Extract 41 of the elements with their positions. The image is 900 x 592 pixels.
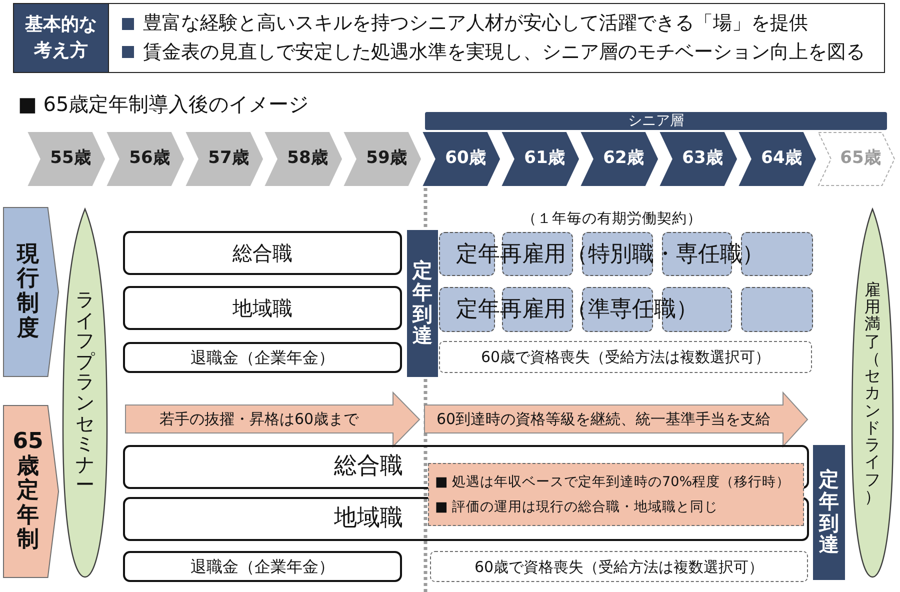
pentagon-tab: 現行制度 bbox=[3, 207, 59, 377]
dashed-cell bbox=[741, 287, 813, 332]
dashed-cell bbox=[502, 287, 573, 332]
statement-text: 豊富な経験と高いスキルを持つシニア人材が安心して活躍できる「場」を提供 bbox=[143, 11, 808, 36]
section-title: ■ 65歳定年制導入後のイメージ bbox=[18, 92, 309, 116]
dashed-cell bbox=[741, 232, 813, 276]
span-banner: シニア層 bbox=[425, 112, 887, 130]
note-text: ■ 評価の運用は現行の総合職・地域職と同じ bbox=[435, 498, 718, 515]
rounded-box: 総合職 bbox=[123, 231, 402, 275]
age-step: 55歳 bbox=[28, 132, 105, 186]
overlay-text: 定年再雇用（準専任職） bbox=[456, 298, 699, 322]
rounded-box: 地域職 bbox=[123, 286, 402, 330]
caption-text: （１年毎の有期労働契約） bbox=[521, 212, 703, 228]
statement-panel bbox=[108, 3, 885, 73]
age-step: 56歳 bbox=[107, 132, 184, 186]
dashed-cell bbox=[582, 287, 653, 332]
rounded-box: 退職金（企業年金） bbox=[123, 342, 402, 373]
overlay-text: 定年再雇用（特別職・専任職） bbox=[456, 242, 765, 268]
age-step: 65歳 bbox=[818, 132, 895, 186]
age-step: 59歳 bbox=[344, 132, 421, 186]
dashed-cell bbox=[582, 232, 653, 276]
dashed-box: 60歳で資格喪失（受給方法は複数選択可） bbox=[430, 551, 808, 582]
note-text: ■ 処遇は年収ベースで定年到達時の70%程度（移行時） bbox=[435, 474, 790, 490]
age-step: 60歳 bbox=[423, 132, 500, 186]
age-step: 58歳 bbox=[265, 132, 342, 186]
header-cell: 基本的な考え方 bbox=[13, 3, 109, 73]
age-step: 57歳 bbox=[186, 132, 263, 186]
dashed-box: 60歳で資格喪失（受給方法は複数選択可） bbox=[439, 341, 812, 373]
age-step: 61歳 bbox=[502, 132, 579, 186]
pointer-banner: 若手の抜擢・昇格は60歳まで bbox=[125, 392, 420, 447]
rounded-box: 退職金（企業年金） bbox=[123, 551, 402, 582]
age-step: 64歳 bbox=[739, 132, 816, 186]
dashed-cell bbox=[502, 232, 573, 276]
note-box bbox=[428, 463, 804, 526]
vertical-label-box: 定年到達 bbox=[407, 230, 438, 377]
vertical-label-box: 定年到達 bbox=[813, 445, 845, 580]
age-step: 62歳 bbox=[581, 132, 658, 186]
pentagon-tab: 65歳定年制 bbox=[3, 405, 59, 578]
age-step: 63歳 bbox=[660, 132, 737, 186]
statement-text: 賃金表の見直しで安定した処遇水準を実現し、シニア層のモチベーション向上を図る bbox=[143, 40, 865, 64]
pointer-banner: 60到達時の資格等級を継続、統一基準手当を支給 bbox=[424, 392, 808, 447]
